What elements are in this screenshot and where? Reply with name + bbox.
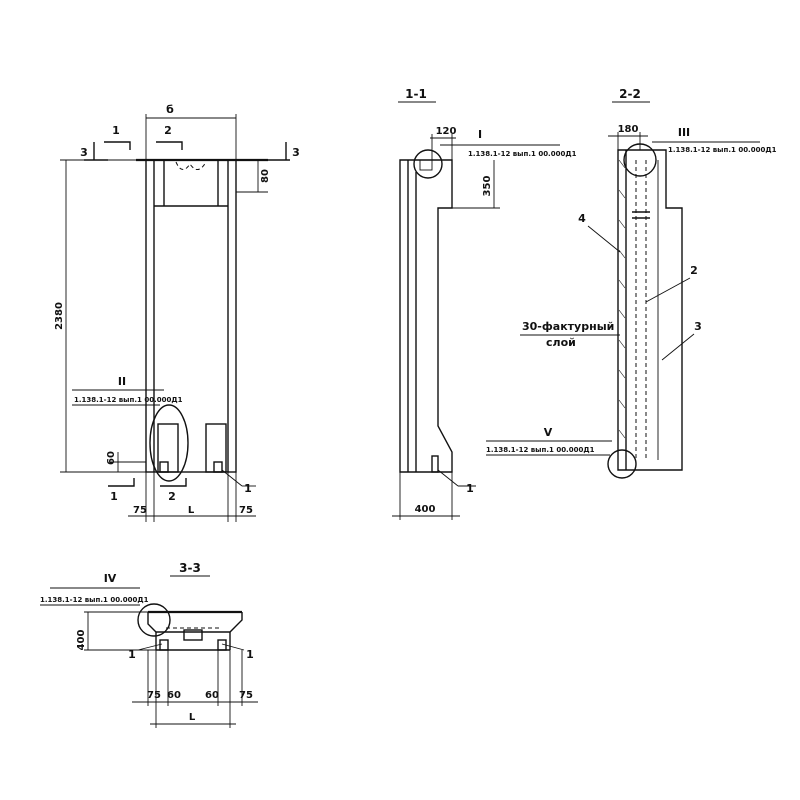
front-outline (145, 159, 237, 473)
cut-1-bottom-mark (108, 478, 135, 487)
part-1-s11: 1 (466, 482, 474, 495)
ref-II: 1.138.1-12 вып.1 00.000Д1 (74, 396, 183, 404)
s33-dim-60-right: 60 (205, 690, 219, 701)
part-1-s33-left: 1 (128, 648, 136, 661)
cut-2-top: 2 (164, 124, 172, 137)
cut-1-top-mark (104, 141, 131, 150)
detail-I-element (419, 159, 433, 171)
cut-2-top-mark (156, 141, 183, 150)
leader-part-1-s33-left (137, 643, 163, 651)
cut-1-bottom: 1 (110, 490, 118, 503)
dim-180: 180 (618, 124, 639, 135)
hatch-9 (618, 399, 626, 409)
ref-V: 1.138.1-12 вып.1 00.000Д1 (486, 446, 595, 454)
dim-400: 400 (415, 504, 436, 515)
detail-ellipse-II (149, 404, 189, 482)
section-1-1-body (399, 159, 453, 473)
hatch-3 (618, 219, 626, 229)
detail-circle-V (607, 449, 637, 479)
dim-350: 350 (482, 176, 493, 197)
ref-IV: 1.138.1-12 вып.1 00.000Д1 (40, 596, 149, 604)
front-pocket-right (205, 423, 227, 473)
section-title-1-1: 1-1 (405, 87, 427, 101)
section-1-1-insert (431, 455, 439, 473)
roman-II: II (118, 375, 126, 388)
dim-2380: 2380 (54, 302, 65, 330)
part-4: 4 (578, 212, 586, 225)
s33-dim-L: L (189, 712, 196, 723)
roman-I: I (478, 128, 482, 141)
roman-V: V (544, 426, 553, 439)
part-2: 2 (690, 264, 698, 277)
section-3-3: 3-3 IV 1.138.1-12 вып.1 00.000Д1 400 1 1 (40, 561, 258, 728)
hatch-4 (618, 249, 626, 259)
detail-circle-IV (137, 603, 171, 637)
hatch-6 (618, 309, 626, 319)
hatch-1 (618, 159, 626, 169)
cut-2-bottom: 2 (168, 490, 176, 503)
front-top-loops (175, 161, 207, 170)
s33-dim-60-left: 60 (167, 690, 181, 701)
hatch-8 (618, 369, 626, 379)
dim-75-right: 75 (239, 505, 253, 516)
leader-part-4 (587, 225, 621, 253)
ref-I: 1.138.1-12 вып.1 00.000Д1 (468, 150, 577, 158)
cut-2-bottom-mark (160, 478, 187, 487)
front-insert-left (159, 461, 169, 473)
roman-III: III (678, 126, 690, 139)
part-3: 3 (694, 320, 702, 333)
layer-note-1: 30-фактурный (522, 320, 614, 333)
leader-part-1-front (221, 469, 243, 487)
hatch-7 (618, 339, 626, 349)
leader-part-1-s33-right (221, 643, 245, 651)
dim-b: б (166, 103, 174, 116)
ref-III: 1.138.1-12 вып.1 00.000Д1 (668, 146, 777, 154)
detail-circle-I (413, 149, 443, 179)
section-2-2-body (617, 149, 683, 471)
dim-80: 80 (260, 169, 271, 183)
section-2-2: 2-2 180 III 1.138.1-12 вып.1 00.000Д1 (486, 87, 777, 479)
s33-dim-75-left: 75 (147, 690, 161, 701)
front-insert-right (213, 461, 223, 473)
layer-note-2: слой (546, 336, 576, 349)
hatch-5 (618, 279, 626, 289)
s33-insert-left (159, 639, 169, 651)
hatch-2 (618, 189, 626, 199)
part-1-s33-right: 1 (246, 648, 254, 661)
leader-part-1-s11 (437, 469, 459, 487)
leader-part-3 (661, 333, 695, 361)
hatch-10 (618, 429, 626, 439)
front-view: 2380 80 60 75 L 75 б 1 2 3 (54, 103, 300, 522)
cut-3-left: 3 (80, 146, 88, 159)
s33-anchor (183, 629, 203, 641)
dim-60-vertical: 60 (106, 451, 117, 465)
leader-part-2 (645, 277, 691, 303)
section-title-3-3: 3-3 (179, 561, 201, 575)
part-1-front: 1 (244, 482, 252, 495)
s33-slab (147, 612, 243, 633)
s33-dim-75-right: 75 (239, 690, 253, 701)
cut-1-top: 1 (112, 124, 120, 137)
roman-IV: IV (104, 572, 117, 585)
section-1-1: 1-1 120 350 I 1.138.1-12 вып.1 00.000Д1 … (392, 87, 577, 520)
dim-75-left: 75 (133, 505, 147, 516)
dim-400-vertical: 400 (76, 630, 87, 651)
cut-3-right: 3 (292, 146, 300, 159)
dim-120: 120 (436, 126, 457, 137)
dim-L-front: L (188, 505, 195, 516)
section-title-2-2: 2-2 (619, 87, 641, 101)
